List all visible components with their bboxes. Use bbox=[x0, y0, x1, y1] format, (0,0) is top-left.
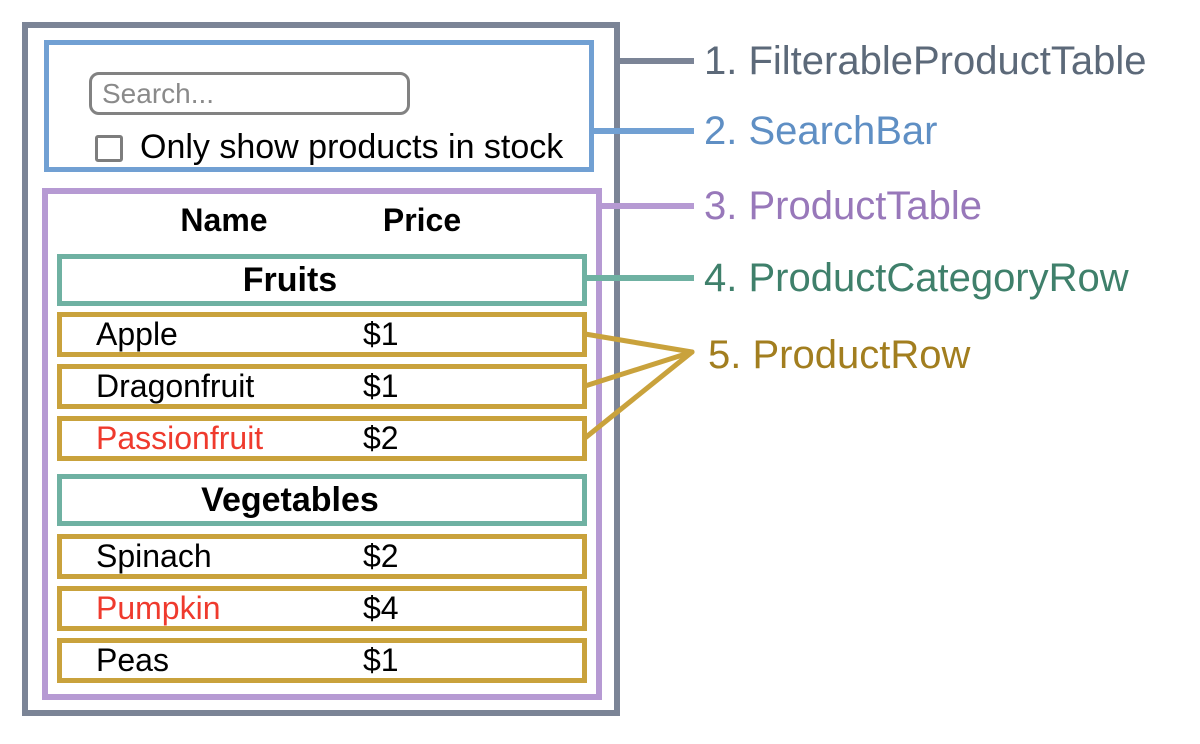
product-row-apple: Apple $1 bbox=[57, 312, 587, 357]
product-category-row-vegetables: Vegetables bbox=[57, 474, 587, 526]
product-name: Spinach bbox=[96, 538, 212, 574]
legend-product-category-row: 4. ProductCategoryRow bbox=[704, 256, 1129, 300]
product-row-peas: Peas $1 bbox=[57, 638, 587, 683]
product-name: Passionfruit bbox=[96, 420, 264, 456]
product-name: Dragonfruit bbox=[96, 368, 255, 404]
product-price: $1 bbox=[363, 368, 399, 404]
product-price: $1 bbox=[363, 642, 399, 678]
product-price: $2 bbox=[363, 420, 399, 456]
legend-product-table: 3. ProductTable bbox=[704, 184, 982, 228]
legend-search-bar: 2. SearchBar bbox=[704, 109, 938, 153]
product-row-passionfruit: Passionfruit $2 bbox=[57, 416, 587, 461]
product-table-outline: Name Price Fruits Apple $1 Dragonfruit $… bbox=[42, 188, 602, 700]
in-stock-checkbox-label: Only show products in stock bbox=[140, 128, 564, 166]
legend-filterable-product-table: 1. FilterableProductTable bbox=[704, 39, 1147, 83]
product-price: $4 bbox=[363, 590, 399, 626]
product-name: Peas bbox=[96, 642, 169, 678]
product-name: Pumpkin bbox=[96, 590, 221, 626]
in-stock-checkbox[interactable] bbox=[95, 135, 123, 162]
product-name: Apple bbox=[96, 316, 178, 352]
legend-product-row: 5. ProductRow bbox=[708, 333, 971, 377]
product-price: $1 bbox=[363, 316, 399, 352]
column-header-price: Price bbox=[382, 202, 462, 238]
product-price: $2 bbox=[363, 538, 399, 574]
filterable-product-table-outline: Only show products in stock Name Price F… bbox=[22, 22, 620, 716]
column-header-name: Name bbox=[180, 202, 268, 238]
search-input[interactable] bbox=[89, 72, 410, 115]
product-category-row-fruits: Fruits bbox=[57, 254, 587, 306]
product-row-spinach: Spinach $2 bbox=[57, 534, 587, 579]
product-row-dragonfruit: Dragonfruit $1 bbox=[57, 364, 587, 409]
product-row-pumpkin: Pumpkin $4 bbox=[57, 586, 587, 631]
search-bar-outline: Only show products in stock bbox=[44, 40, 594, 172]
